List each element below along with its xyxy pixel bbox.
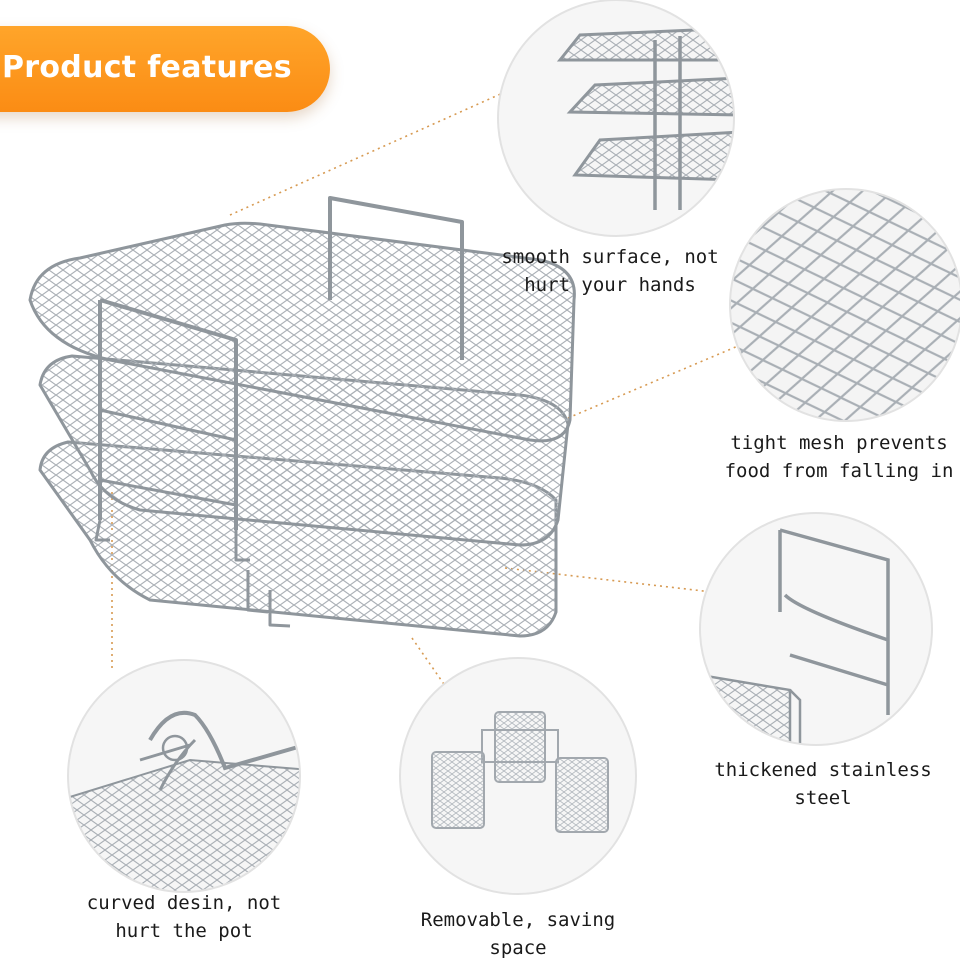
caption-removable-line2: space xyxy=(489,937,547,959)
connector-line-removable xyxy=(411,637,449,691)
caption-smooth: smooth surface, not hurt your hands xyxy=(490,243,730,299)
mesh-closeup-icon xyxy=(729,188,960,422)
connector-line-mesh xyxy=(567,342,746,419)
caption-curved: curved desin, not hurt the pot xyxy=(64,889,304,945)
caption-steel-line2: steel xyxy=(794,787,852,809)
caption-mesh-line1: tight mesh prevents xyxy=(730,432,948,454)
connector-lines xyxy=(111,91,746,691)
caption-mesh-line2: food from falling in xyxy=(724,460,954,482)
three-tier-rack xyxy=(28,196,576,638)
connector-line-smooth xyxy=(229,91,506,216)
caption-curved-line2: hurt the pot xyxy=(115,920,253,942)
banner-title: Product features xyxy=(2,50,292,85)
caption-steel: thickened stainless steel xyxy=(704,756,942,812)
product-features-banner xyxy=(0,26,330,112)
caption-mesh: tight mesh prevents food from falling in xyxy=(718,429,960,485)
caption-removable: Removable, saving space xyxy=(398,906,638,962)
caption-smooth-line2: hurt your hands xyxy=(524,274,696,296)
caption-steel-line1: thickened stainless xyxy=(714,759,932,781)
caption-smooth-line1: smooth surface, not xyxy=(501,246,719,268)
rack-frame-closeup-icon xyxy=(699,512,933,746)
caption-removable-line1: Removable, saving xyxy=(420,909,616,931)
curved-hook-closeup-icon xyxy=(67,659,301,893)
rack-stack-closeup-icon xyxy=(497,0,735,237)
removable-racks-icon xyxy=(399,657,637,895)
caption-curved-line1: curved desin, not xyxy=(86,892,282,914)
